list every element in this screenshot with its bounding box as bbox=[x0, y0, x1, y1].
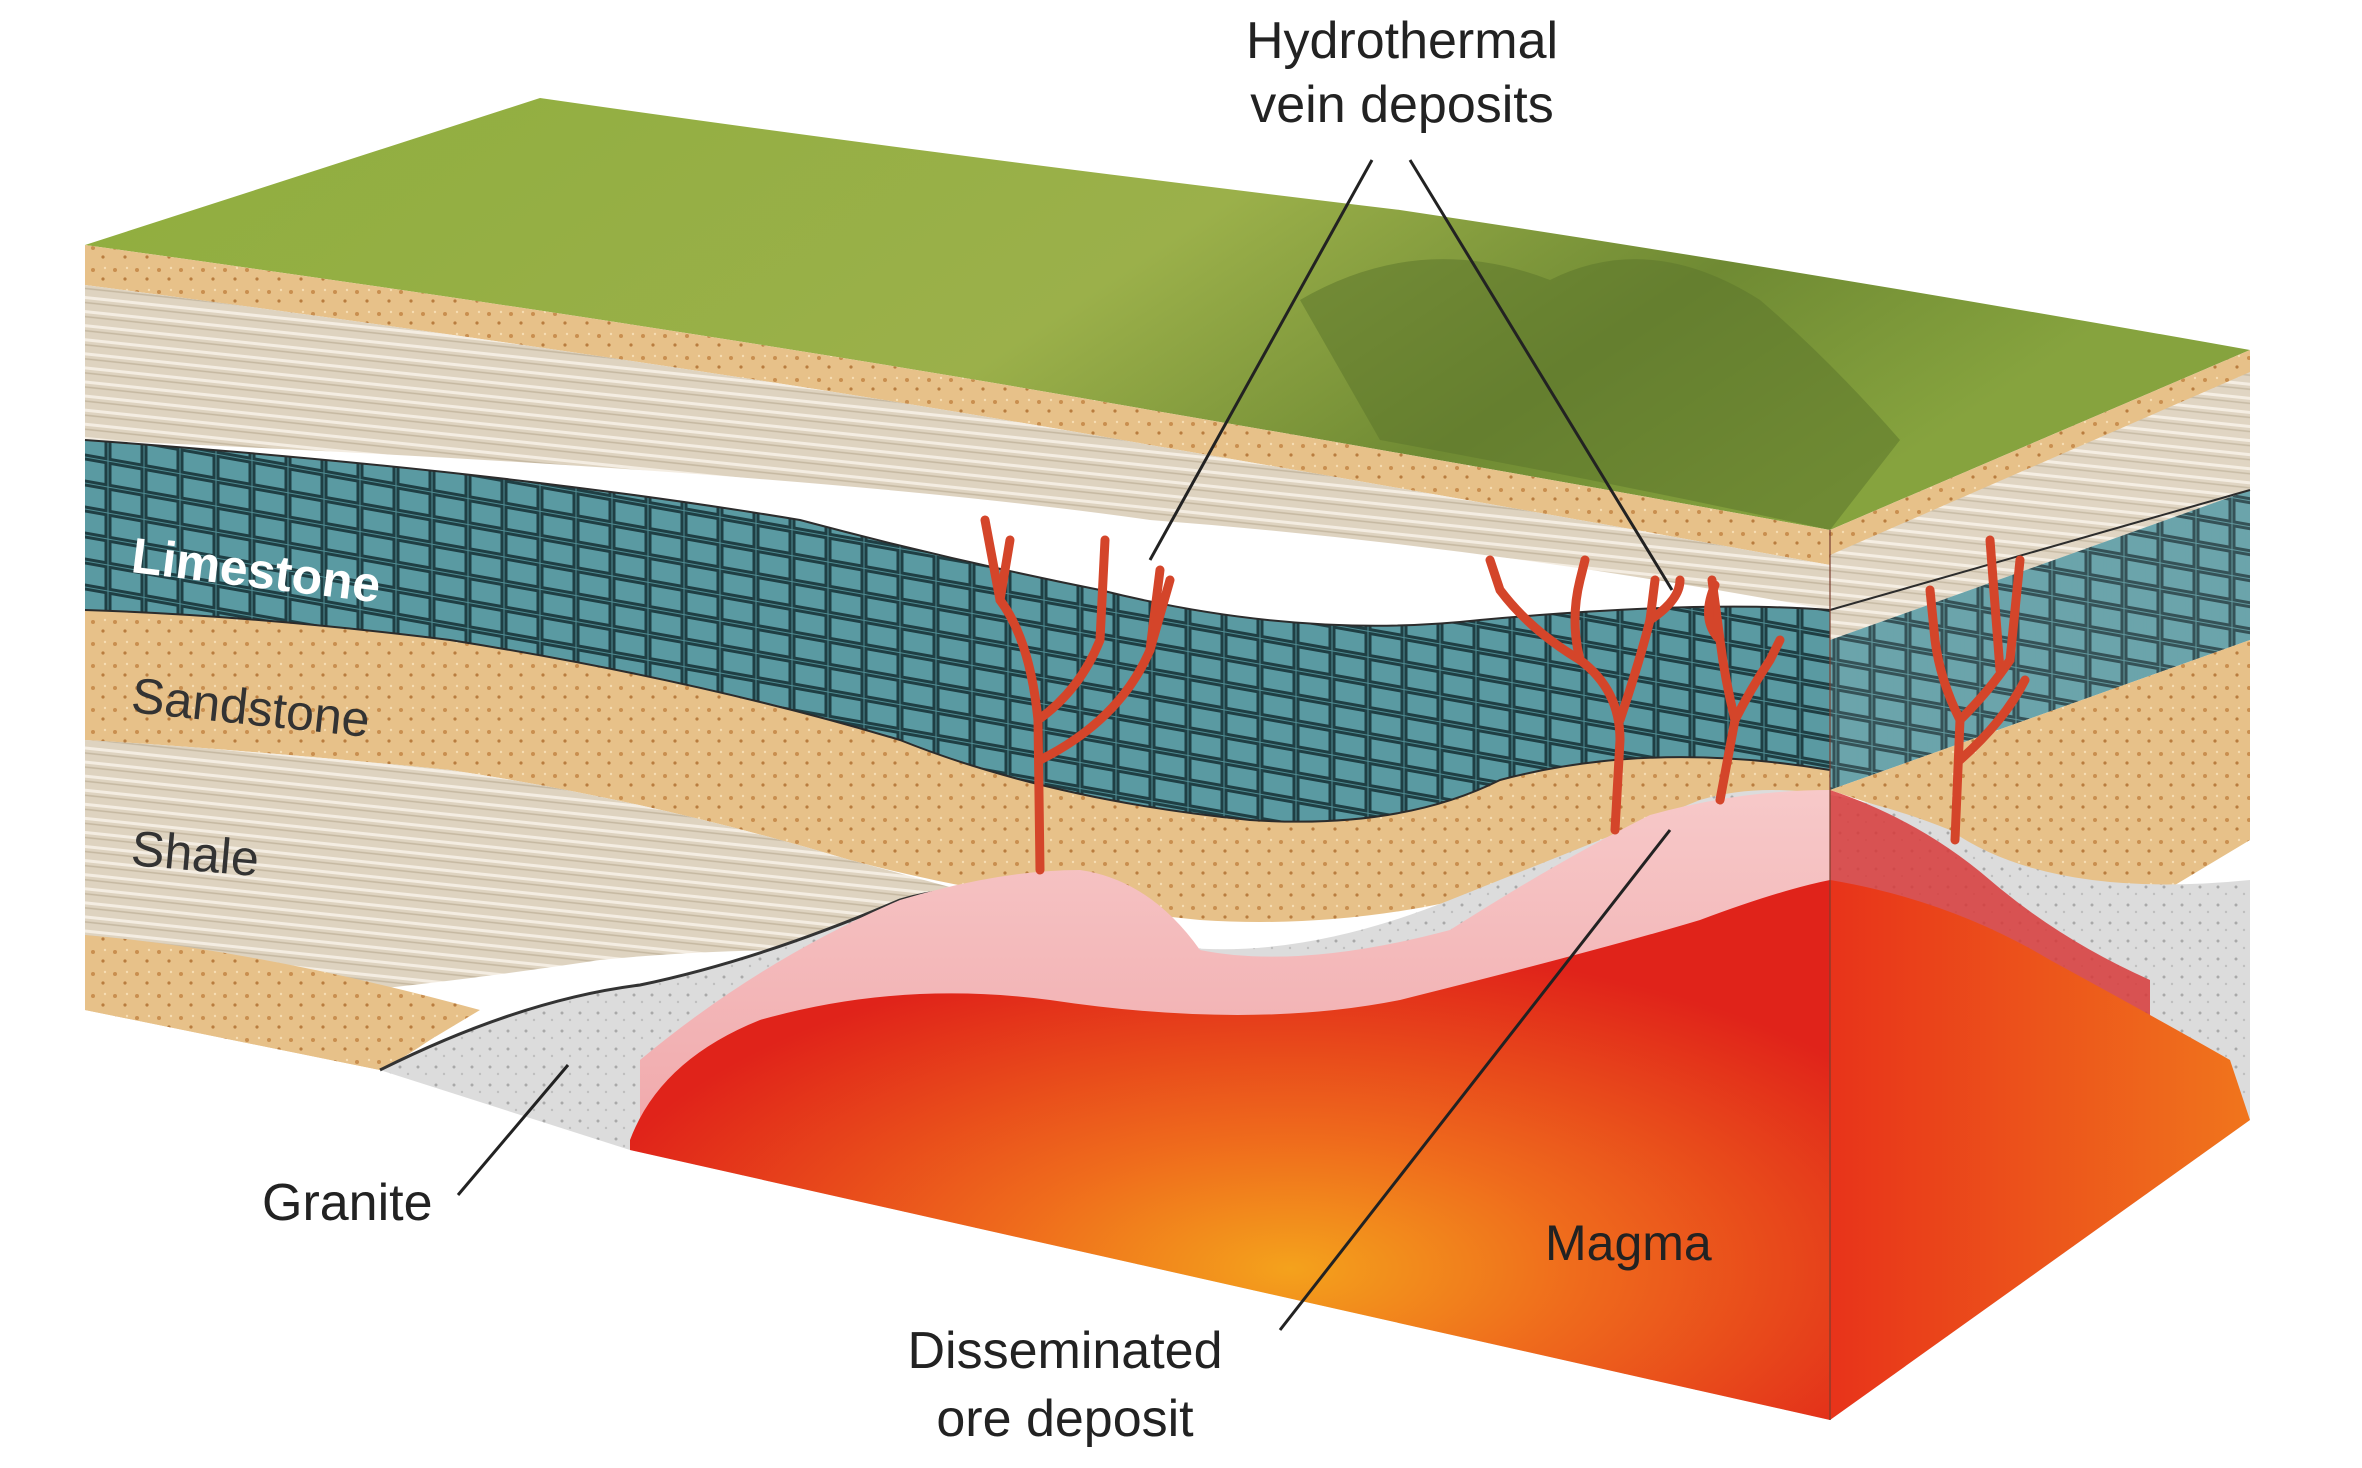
sandstone-layer bbox=[85, 610, 1830, 922]
label-granite: Granite bbox=[262, 1174, 433, 1232]
upper-sandstone-layer bbox=[85, 245, 1830, 565]
vein-group-right bbox=[1925, 535, 2030, 845]
label-hydrothermal-line1: Hydrothermal bbox=[1246, 12, 1558, 70]
magma-body-side bbox=[1830, 880, 2250, 1420]
leader-granite bbox=[456, 1064, 570, 1196]
label-hydrothermal-line2: vein deposits bbox=[1250, 76, 1554, 134]
upper-shale-layer bbox=[85, 285, 1830, 610]
vein-group-right-center bbox=[1704, 575, 1785, 805]
limestone-top-boundary bbox=[84, 439, 2251, 627]
limestone-layer bbox=[85, 440, 1830, 822]
leader-hydrothermal-right bbox=[1408, 159, 1674, 591]
mountain-ridges bbox=[1300, 259, 1900, 530]
vein-group-left bbox=[980, 515, 1175, 875]
vein-group-middle bbox=[1485, 555, 1685, 835]
limestone-bottom-boundary bbox=[84, 609, 1831, 823]
side-face-sandstone-lower bbox=[1830, 640, 2250, 930]
side-face-limestone bbox=[1830, 490, 2250, 790]
magma-body bbox=[630, 880, 1830, 1420]
leader-lines bbox=[456, 159, 1674, 1331]
label-shale: Shale bbox=[129, 820, 261, 887]
leader-hydrothermal-left bbox=[1148, 159, 1374, 561]
label-magma: Magma bbox=[1545, 1215, 1712, 1271]
side-face-sandstone-top bbox=[1830, 350, 2250, 555]
label-disseminated-line1: Disseminated bbox=[907, 1322, 1222, 1380]
side-face-shale bbox=[1830, 350, 2250, 640]
bottom-sandstone-strip bbox=[85, 935, 480, 1070]
label-disseminated-line2: ore deposit bbox=[936, 1390, 1194, 1448]
leader-disseminated bbox=[1278, 829, 1672, 1331]
